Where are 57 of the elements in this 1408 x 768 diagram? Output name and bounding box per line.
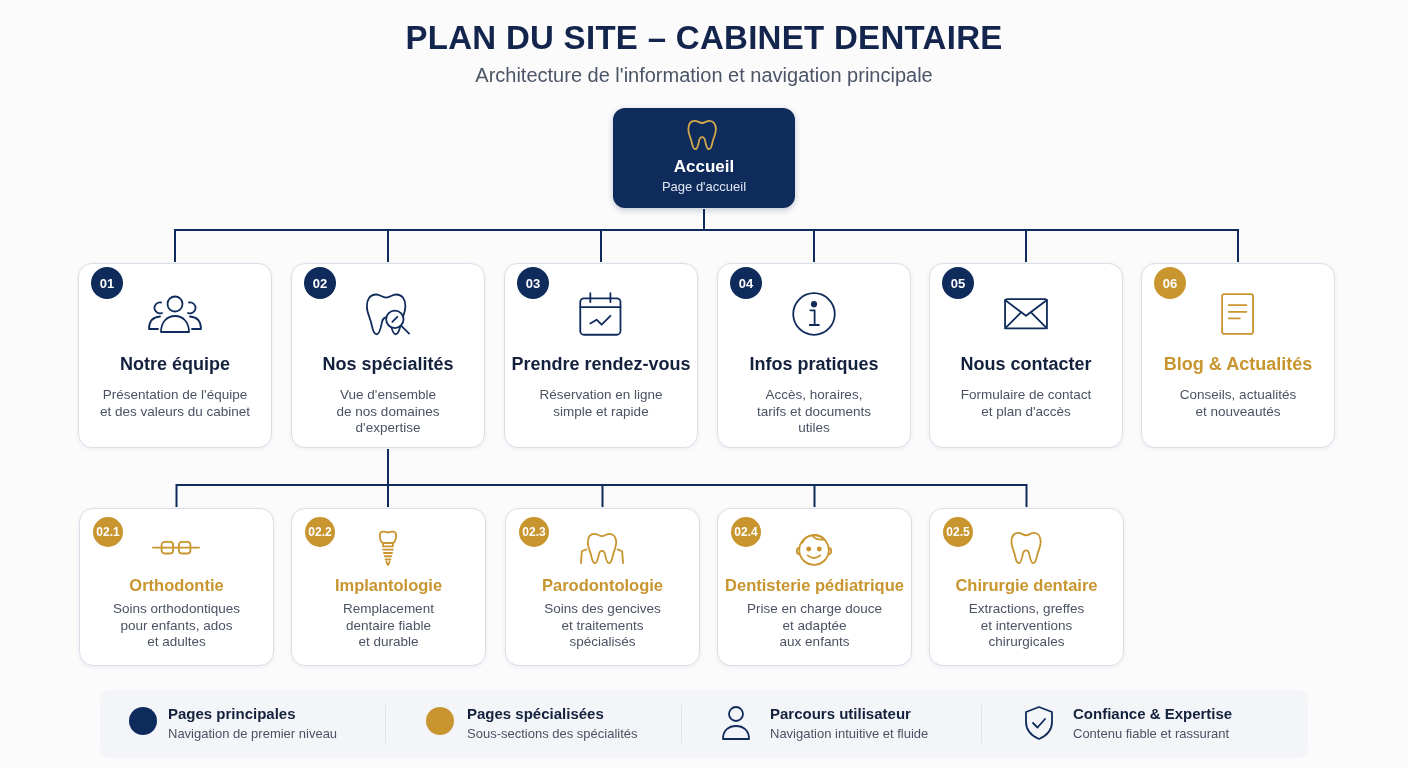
page-description: Accès, horaires, tarifs et documents utiles <box>756 387 872 437</box>
page-title: Orthodontie <box>129 575 224 596</box>
diagram-title: PLAN DU SITE – CABINET DENTAIRE <box>405 19 1003 57</box>
page-description: Extractions, greffes et interventions chirurgicales <box>968 601 1085 651</box>
number-badge: 06 <box>1154 267 1186 299</box>
page-title: Notre équipe <box>120 353 230 375</box>
page-description: Présentation de l'équipe et des valeurs du cabinet <box>99 387 251 420</box>
page-subtitle: Page d'accueil <box>661 179 747 195</box>
legend-description: Contenu fiable et rassurant <box>1073 726 1230 742</box>
page-card <box>929 508 1124 666</box>
legend-label: Confiance & Expertise <box>1073 705 1233 723</box>
number-badge: 05 <box>942 267 974 299</box>
page-card <box>79 508 274 666</box>
legend-label: Pages spécialisées <box>467 705 604 723</box>
page-title: Dentisterie pédiatrique <box>725 575 904 596</box>
legend-description: Navigation de premier niveau <box>168 726 338 742</box>
page-description: Soins des gencives et traitements spécialisés <box>544 601 661 651</box>
page-description: Remplacement dentaire fiable et durable <box>343 601 434 651</box>
page-description: Formulaire de contact et plan d'accès <box>960 387 1092 420</box>
page-title: Infos pratiques <box>749 353 879 375</box>
page-description: Soins orthodontiques pour enfants, ados et adultes <box>113 601 240 651</box>
number-badge: 02.4 <box>731 517 761 547</box>
page-description: Réservation en ligne simple et rapide <box>539 387 663 420</box>
number-badge: 03 <box>517 267 549 299</box>
page-description: Conseils, actualités et nouveautés <box>1179 387 1297 420</box>
page-title: Prendre rendez-vous <box>511 353 691 375</box>
page-card <box>291 508 486 666</box>
legend-label: Parcours utilisateur <box>770 705 911 723</box>
diagram-subtitle: Architecture de l'information et navigation principale <box>475 63 933 87</box>
page-title: Implantologie <box>334 575 443 596</box>
page-title: Parodontologie <box>542 575 663 596</box>
number-badge: 02.3 <box>519 517 549 547</box>
number-badge: 02.2 <box>305 517 335 547</box>
home-page-box <box>613 108 795 208</box>
legend-label: Pages principales <box>168 705 296 723</box>
page-description: Prise en charge douce et adaptée aux enfants <box>746 601 883 651</box>
page-card <box>717 508 912 666</box>
page-card <box>505 508 700 666</box>
number-badge: 02 <box>304 267 336 299</box>
legend-description: Navigation intuitive et fluide <box>770 726 929 742</box>
page-card <box>504 263 698 448</box>
page-title: Nous contacter <box>960 353 1092 375</box>
page-card <box>78 263 272 448</box>
page-card <box>929 263 1123 448</box>
number-badge: 02.5 <box>943 517 973 547</box>
page-card <box>291 263 485 448</box>
page-card <box>717 263 911 448</box>
page-title: Accueil <box>673 157 735 177</box>
page-title: Blog & Actualités <box>1163 353 1313 375</box>
page-title: Chirurgie dentaire <box>955 575 1098 596</box>
page-card <box>1141 263 1335 448</box>
number-badge: 02.1 <box>93 517 123 547</box>
legend-description: Sous-sections des spécialités <box>467 726 638 742</box>
number-badge: 01 <box>91 267 123 299</box>
page-description: Vue d'ensemble de nos domaines d'expertise <box>336 387 440 437</box>
number-badge: 04 <box>730 267 762 299</box>
page-title: Nos spécialités <box>322 353 454 375</box>
